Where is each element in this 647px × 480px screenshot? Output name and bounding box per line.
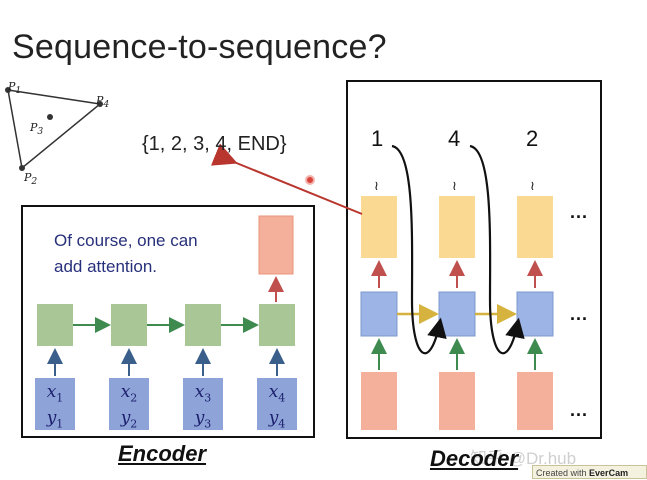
output-set-label: {1, 2, 3, 4, END} (142, 133, 287, 155)
point-p4 (97, 101, 103, 107)
decoder-output-1: 1 (371, 126, 384, 151)
decoder-sample-marks: ≀ ≀ ≀ (374, 179, 535, 194)
point-p2 (19, 165, 25, 171)
decoder-hidden-cells (360, 291, 554, 337)
point-p1 (5, 87, 11, 93)
decoder-feedback-curves (391, 144, 525, 355)
evercam-badge: Created with EverCam (532, 465, 647, 479)
note-line-1: Of course, one can (54, 231, 198, 250)
encoder-input-arrows (47, 348, 285, 376)
page-title: Sequence-to-sequence? (12, 28, 387, 66)
decoder-input-cells (361, 372, 553, 430)
decoder-output-cells (361, 196, 553, 258)
svg-text:≀: ≀ (374, 179, 379, 194)
encoder-cell-1 (37, 304, 73, 346)
encoder-cell-3 (185, 304, 221, 346)
point-label-p2: P2 (24, 171, 38, 188)
encoder-box (21, 205, 315, 438)
ellipsis-output-row: ... (570, 202, 589, 222)
encoder-output-cell (258, 215, 294, 275)
svg-text:≀: ≀ (530, 179, 535, 194)
note-line-2: add attention. (54, 257, 158, 276)
decoder-box (346, 80, 602, 439)
encoder-input-boxes (35, 378, 297, 430)
point-p3 (47, 114, 53, 120)
pointer-arrow (210, 143, 363, 215)
cursor-dot (305, 175, 315, 185)
polygon-figure (5, 87, 103, 171)
point-label-p1: P1 (8, 80, 22, 97)
encoder-cell-2 (111, 304, 147, 346)
ellipsis-input-row: ... (570, 400, 589, 420)
watermark: 知乎 @Dr.hub (470, 449, 577, 468)
decoder-output-2: 4 (448, 126, 461, 151)
decoder-input-arrows (371, 338, 543, 370)
encoder-cell-4 (259, 304, 295, 346)
svg-text:≀: ≀ (452, 179, 457, 194)
point-label-p3: P3 (30, 121, 44, 138)
decoder-label: Decoder (430, 446, 519, 471)
decoder-output-3: 2 (526, 126, 539, 151)
encoder-cells (37, 304, 295, 346)
ellipsis-hidden-row: ... (570, 304, 589, 324)
point-label-p4: P4 (96, 94, 110, 111)
encoder-label: Encoder (118, 441, 207, 466)
attention-note: Of course, one can add attention. (54, 228, 254, 280)
decoder-output-arrows (371, 260, 543, 288)
